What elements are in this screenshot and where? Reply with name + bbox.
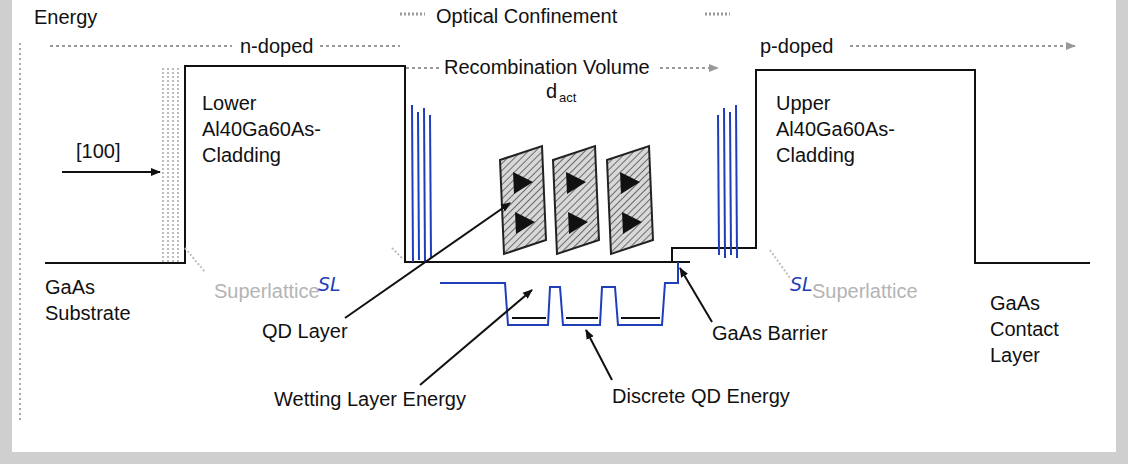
layer-label: Upper Al40Ga60As-Cladding bbox=[776, 90, 936, 168]
layer-label: Lower Al40Ga60As-Cladding bbox=[202, 90, 362, 168]
callout-label: QD Layer bbox=[262, 318, 348, 344]
handwritten-note: SL bbox=[790, 272, 813, 297]
dimension-subscript: act bbox=[559, 90, 576, 107]
handwritten-note: SL bbox=[318, 272, 341, 297]
region-label: Recombination Volume bbox=[444, 54, 650, 80]
direction-label: [100] bbox=[76, 138, 120, 164]
region-label: Optical Confinement bbox=[432, 3, 621, 29]
layer-label: Superlattice bbox=[214, 278, 320, 304]
callout-label: GaAs Barrier bbox=[712, 320, 828, 346]
layer-label: GaAs Substrate bbox=[45, 274, 155, 326]
layer-label: Superlattice bbox=[812, 278, 918, 304]
layer-label: GaAs Contact Layer bbox=[990, 290, 1090, 368]
axis-label: Energy bbox=[34, 4, 97, 30]
dimension-label: d bbox=[546, 78, 557, 104]
callout-label: Discrete QD Energy bbox=[612, 383, 790, 409]
region-label: n-doped bbox=[236, 33, 317, 59]
region-label: p-doped bbox=[760, 33, 833, 59]
callout-label: Wetting Layer Energy bbox=[274, 386, 466, 412]
